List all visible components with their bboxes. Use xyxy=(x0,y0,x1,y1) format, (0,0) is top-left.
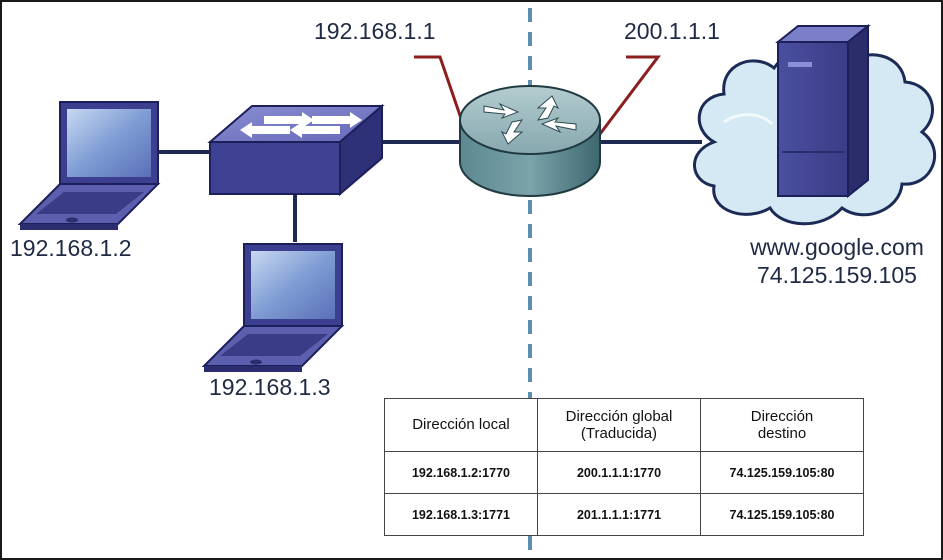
header-local-address: Dirección local xyxy=(384,398,538,452)
cell-local: 192.168.1.2:1770 xyxy=(384,451,538,494)
cell-destination: 74.125.159.105:80 xyxy=(700,493,864,536)
laptop-icon xyxy=(17,101,161,230)
router-lan-ip-label: 192.168.1.1 xyxy=(314,18,436,44)
header-global-address: Dirección global(Traducida) xyxy=(537,398,701,452)
nat-translation-table: Dirección local Dirección global(Traduci… xyxy=(384,398,864,536)
table-row: 192.168.1.3:1771 201.1.1.1:1771 74.125.1… xyxy=(384,493,864,536)
header-dest-line1: Dirección xyxy=(750,407,814,425)
server-icon xyxy=(775,23,871,199)
laptop2-ip-label: 192.168.1.3 xyxy=(209,374,331,400)
header-dest-line2: destino xyxy=(757,425,807,442)
header-global-line1: Dirección global xyxy=(565,407,673,425)
server-ip-label: 74.125.159.105 xyxy=(757,262,917,288)
cell-destination: 74.125.159.105:80 xyxy=(700,451,864,494)
server-host-label: www.google.com xyxy=(750,234,924,260)
laptop1-ip-label: 192.168.1.2 xyxy=(10,235,132,261)
cell-global: 201.1.1.1:1771 xyxy=(537,493,701,536)
cell-global: 200.1.1.1:1770 xyxy=(537,451,701,494)
header-global-line2: (Traducida) xyxy=(580,425,658,442)
laptop-icon xyxy=(201,243,345,372)
cell-local: 192.168.1.3:1771 xyxy=(384,493,538,536)
router-wan-ip-label: 200.1.1.1 xyxy=(624,18,720,44)
router-icon xyxy=(459,85,601,197)
ip-callouts xyxy=(414,55,662,135)
table-header-row: Dirección local Dirección global(Traduci… xyxy=(384,398,864,452)
switch-icon xyxy=(207,103,385,197)
table-row: 192.168.1.2:1770 200.1.1.1:1770 74.125.1… xyxy=(384,451,864,494)
